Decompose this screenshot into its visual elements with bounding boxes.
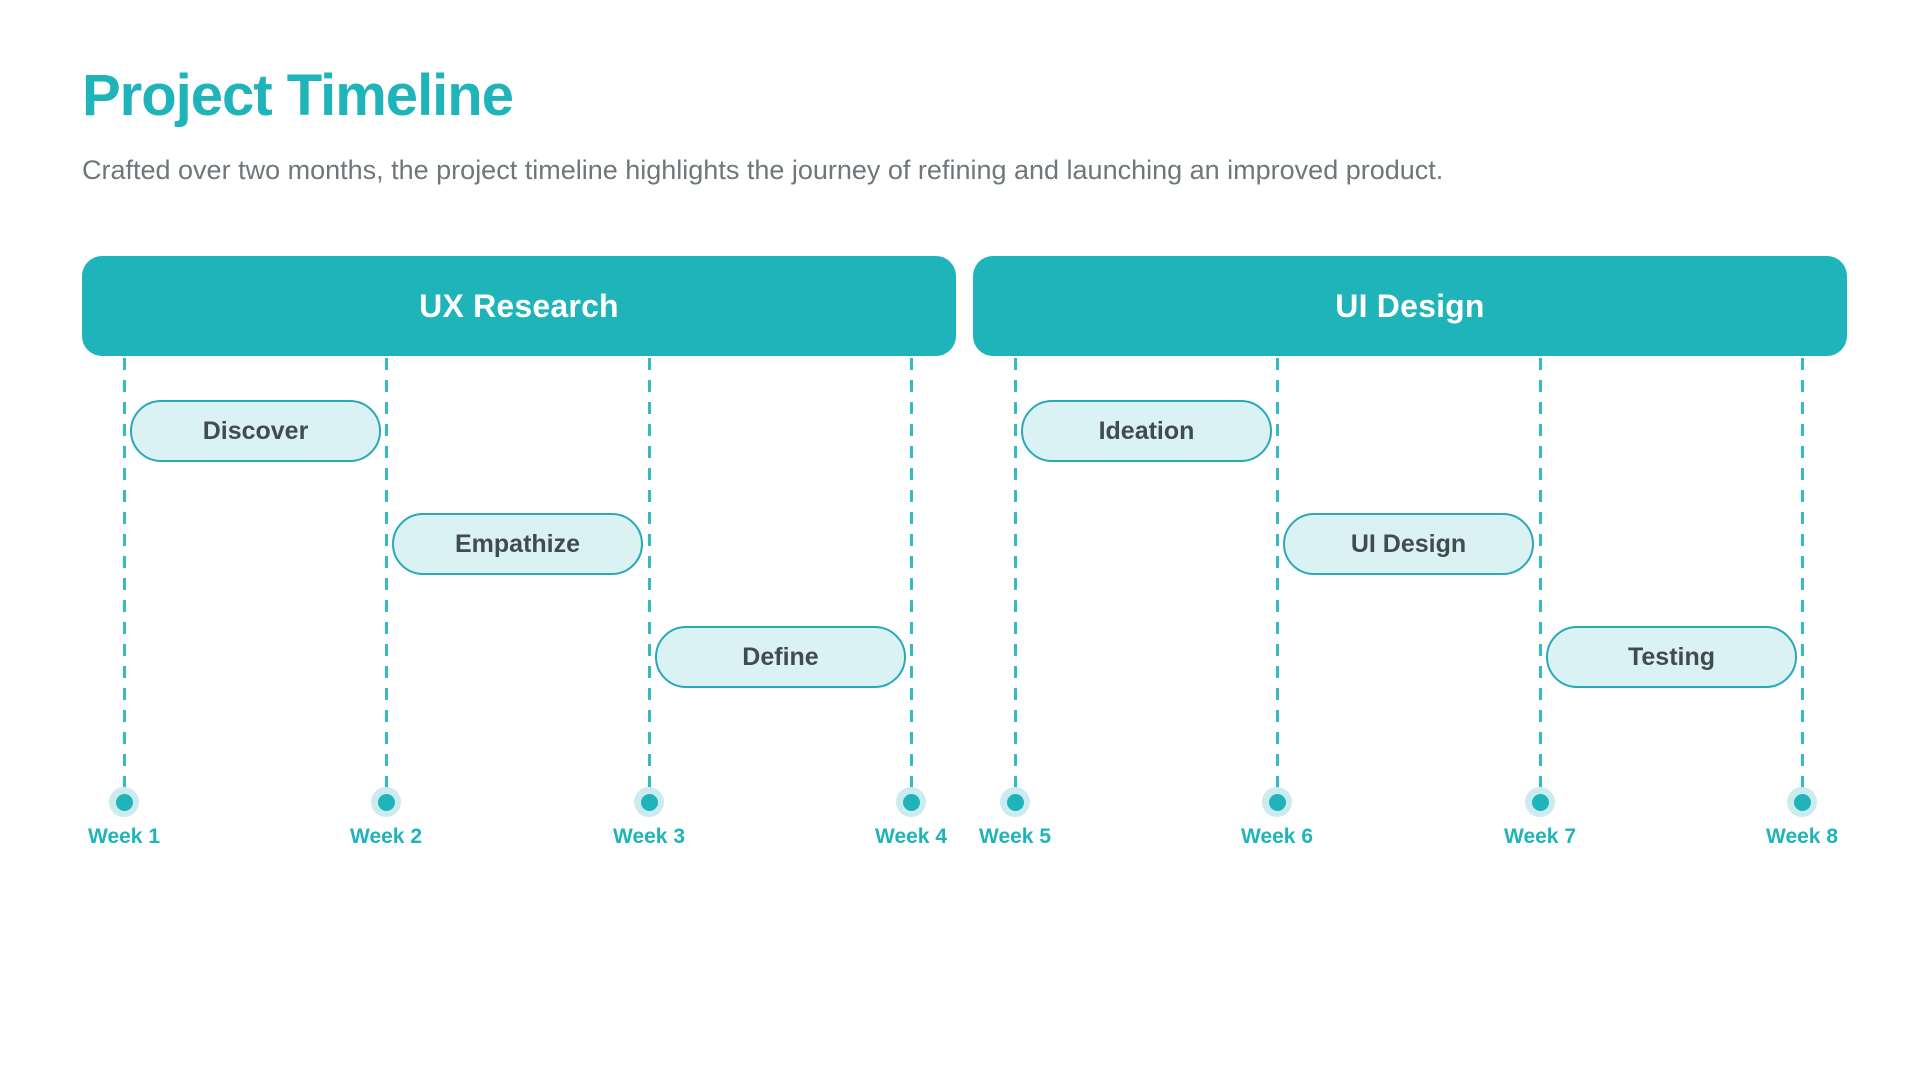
week-label-week-7: Week 7	[1504, 825, 1576, 849]
phase-ux-research: UX Research Discover Empathize Define We…	[82, 256, 956, 876]
week-dot	[1787, 787, 1817, 818]
week-dot	[1262, 787, 1292, 818]
phase-ui-design: UI Design Ideation UI Design Testing Wee…	[973, 256, 1847, 876]
timeline: UX Research Discover Empathize Define We…	[82, 256, 1920, 876]
week-gridline	[1014, 358, 1017, 795]
page-title: Project Timeline	[82, 63, 514, 128]
task-pill-discover: Discover	[130, 400, 381, 463]
week-label-week-6: Week 6	[1241, 825, 1313, 849]
week-gridline	[910, 358, 913, 795]
week-dot	[1525, 787, 1555, 818]
page-header: Project Timeline Crafted over two months…	[0, 0, 1920, 188]
phase-header-ux-research: UX Research	[82, 256, 956, 357]
phase-body-ui-design: Ideation UI Design Testing Week 5 Week 6…	[973, 356, 1847, 876]
week-label-week-8: Week 8	[1766, 825, 1838, 849]
week-label-week-2: Week 2	[350, 825, 422, 849]
task-pill-empathize: Empathize	[392, 513, 643, 576]
phase-header-ui-design: UI Design	[973, 256, 1847, 357]
week-gridline	[1801, 358, 1804, 795]
task-pill-ideation: Ideation	[1021, 400, 1272, 463]
week-dot	[371, 787, 401, 818]
page-subtitle: Crafted over two months, the project tim…	[82, 154, 1444, 185]
week-dot	[1000, 787, 1030, 818]
task-pill-ui-design: UI Design	[1283, 513, 1534, 576]
week-dot	[634, 787, 664, 818]
week-gridline	[385, 358, 388, 795]
week-label-week-3: Week 3	[613, 825, 685, 849]
task-pill-testing: Testing	[1546, 626, 1797, 689]
week-label-week-1: Week 1	[88, 825, 160, 849]
task-pill-define: Define	[655, 626, 906, 689]
week-gridline	[648, 358, 651, 795]
week-gridline	[123, 358, 126, 795]
phase-body-ux-research: Discover Empathize Define Week 1 Week 2 …	[82, 356, 956, 876]
week-dot	[109, 787, 139, 818]
week-dot	[896, 787, 926, 818]
week-label-week-5: Week 5	[979, 825, 1051, 849]
week-label-week-4: Week 4	[875, 825, 947, 849]
week-gridline	[1539, 358, 1542, 795]
week-gridline	[1276, 358, 1279, 795]
